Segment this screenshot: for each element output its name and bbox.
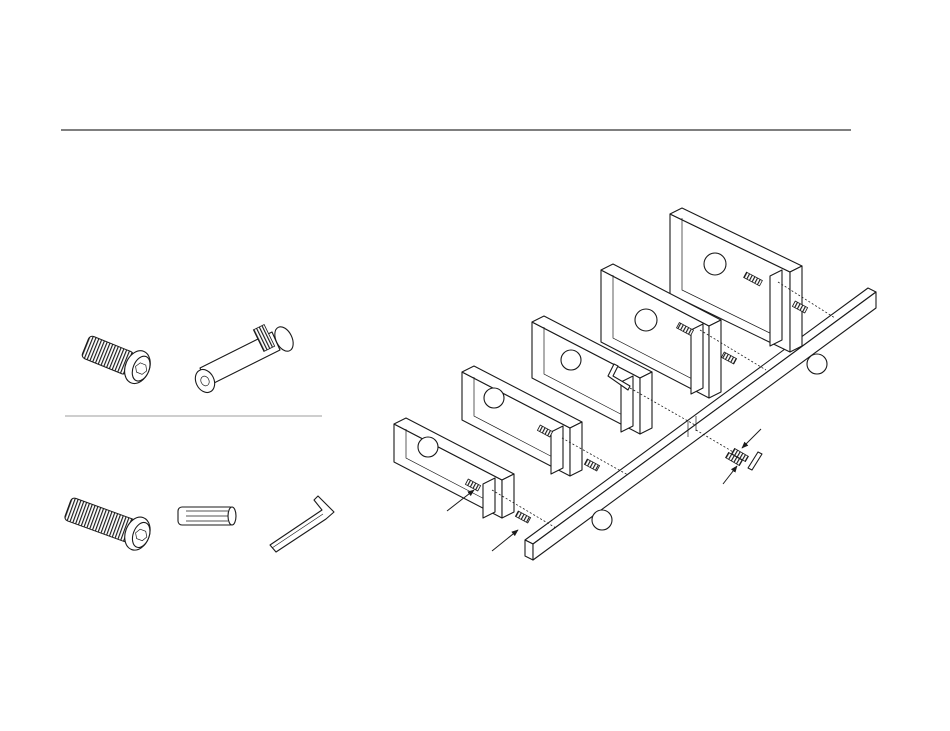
- part-marker-circle: [807, 354, 827, 374]
- part-marker-circle: [704, 253, 726, 275]
- allen-key-icon: [270, 496, 334, 552]
- part-marker-circle: [592, 510, 612, 530]
- assembly-diagram: [394, 208, 876, 560]
- dowel-icon: [178, 507, 236, 525]
- long-hex-bolt-icon: [62, 492, 154, 553]
- hardware-group-a: [79, 324, 297, 396]
- barrel-bolt-icon: [192, 324, 297, 396]
- part-marker-circle: [635, 309, 657, 331]
- short-hex-bolt-icon: [79, 330, 155, 387]
- part-marker-circle: [418, 437, 438, 457]
- part-marker-circle: [561, 350, 581, 370]
- hardware-group-b: [62, 492, 334, 553]
- rail-joint-hardware: [696, 430, 762, 470]
- part-marker-circle: [484, 388, 504, 408]
